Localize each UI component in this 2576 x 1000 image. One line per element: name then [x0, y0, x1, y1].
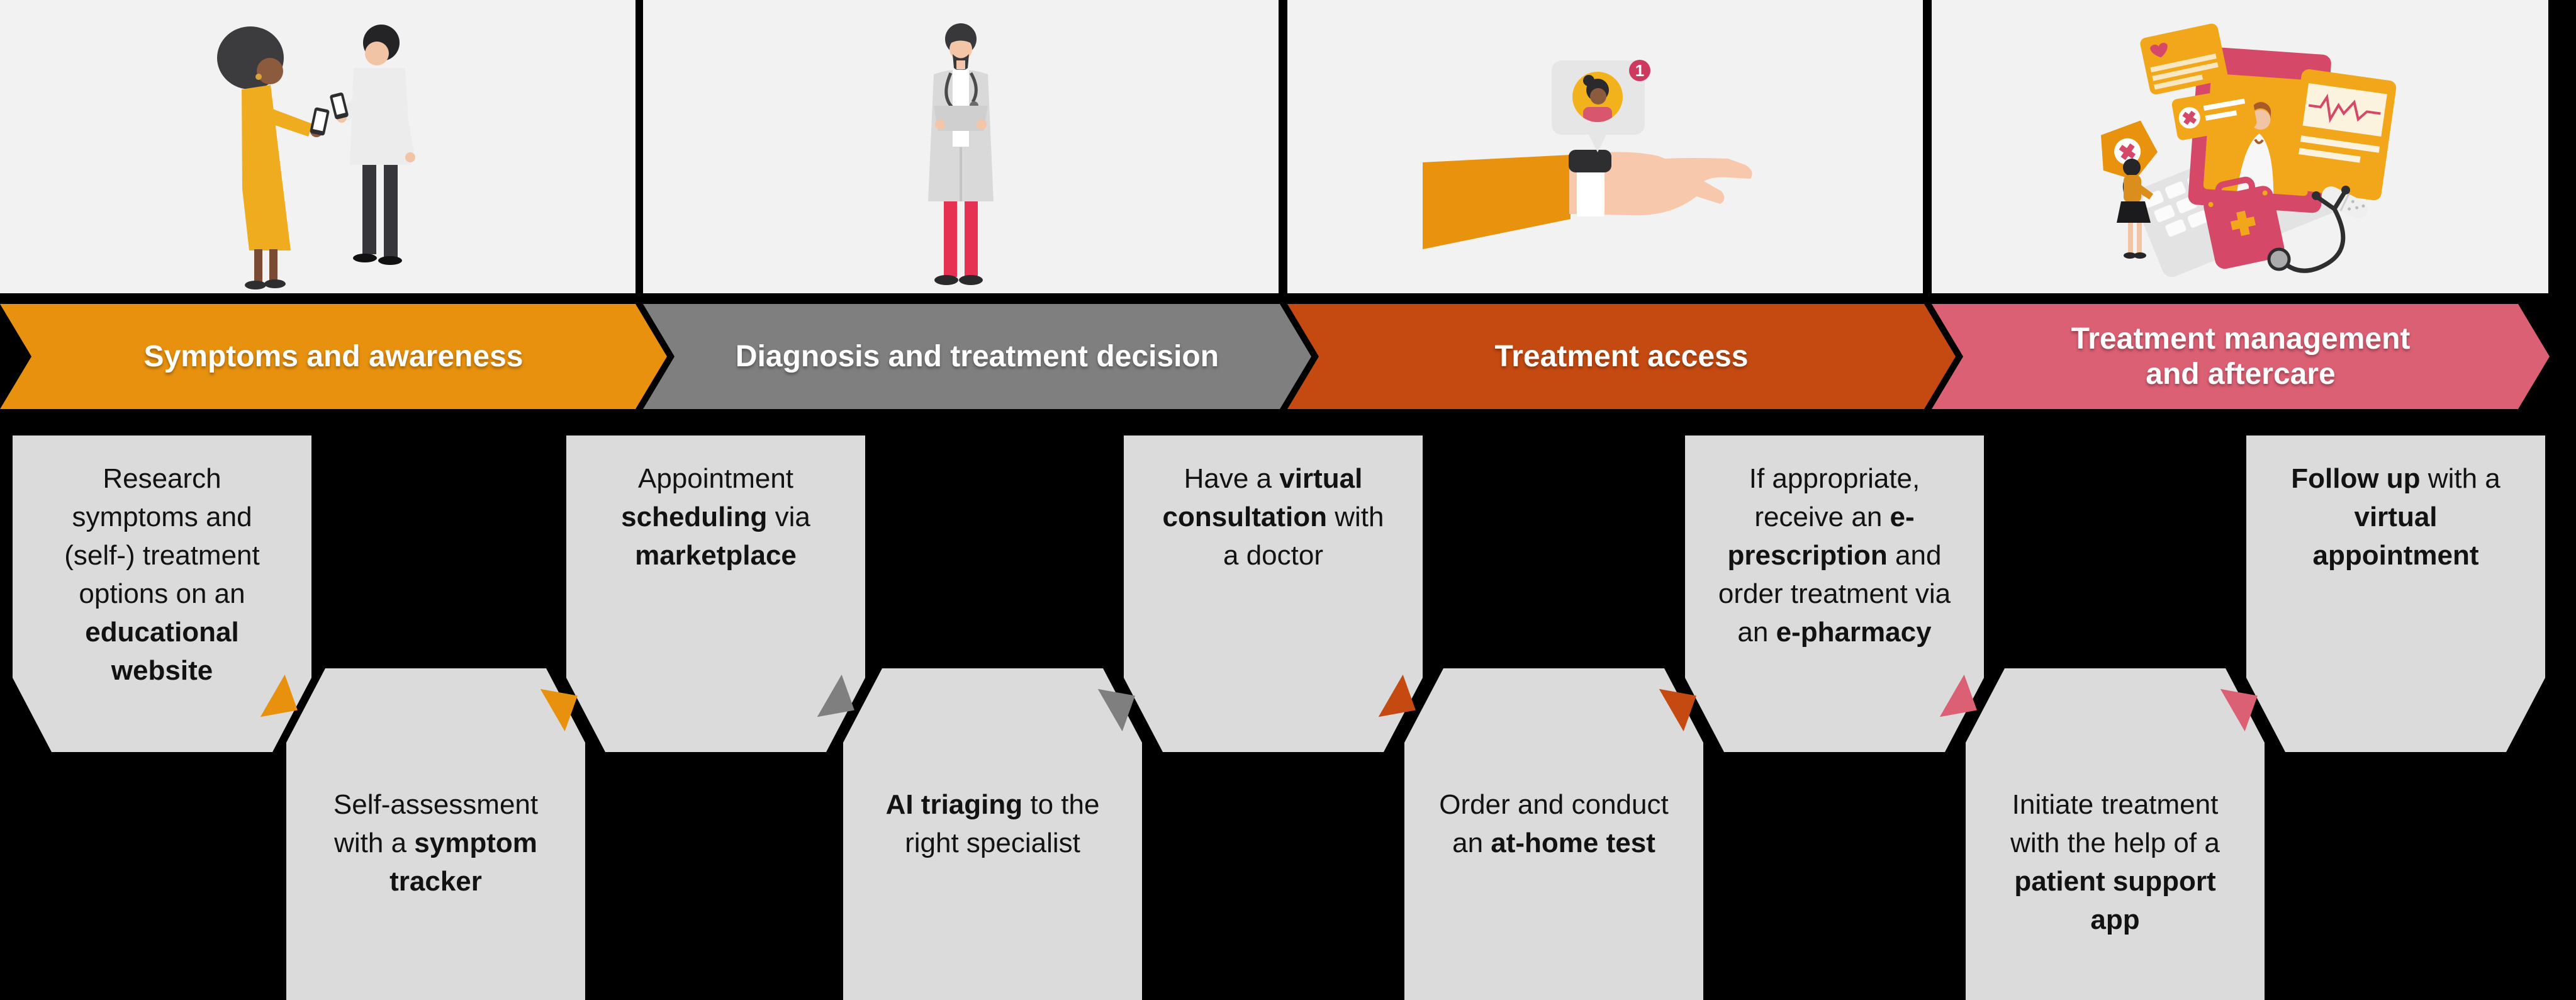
stage-arrow-diagnosis: Diagnosis and treatment decision — [643, 304, 1311, 409]
step-text: Research symptoms and (self-) treatment … — [64, 463, 260, 686]
stage-arrow-symptoms: Symptoms and awareness — [0, 304, 667, 409]
step-box-e-prescription: If appropriate, receive an e-prescriptio… — [1685, 435, 1984, 752]
step-box-self-assessment: Self-assessment with a symptom tracker — [286, 668, 585, 1000]
stage-label-management: Treatment management and aftercare — [2071, 322, 2411, 391]
step-box-research: Research symptoms and (self-) treatment … — [13, 435, 311, 752]
patients-discussing-phone-illustration — [217, 25, 415, 289]
stage-label-diagnosis: Diagnosis and treatment decision — [735, 339, 1219, 373]
notification-count: 1 — [1635, 61, 1644, 80]
stage-arrow-access: Treatment access — [1287, 304, 1956, 409]
illustration-panel-symptoms — [0, 0, 636, 293]
step-text: Order and conduct an at-home test — [1439, 789, 1669, 858]
step-text: Follow up with a virtual appointment — [2291, 463, 2500, 571]
step-text: Initiate treatment with the help of a pa… — [2010, 789, 2220, 935]
step-box-ai-triaging: AI triaging to the right specialist — [843, 668, 1142, 1000]
step-box-at-home-test: Order and conduct an at-home test — [1404, 668, 1703, 1000]
step-text: Appointment scheduling via marketplace — [621, 463, 810, 571]
step-box-patient-support-app: Initiate treatment with the help of a pa… — [1966, 668, 2265, 1000]
illustration-panel-diagnosis — [643, 0, 1279, 293]
telemedicine-computer-illustration — [2100, 23, 2397, 278]
illustration-panel-management — [1932, 0, 2548, 293]
stage-arrow-management: Treatment management and aftercare — [1932, 304, 2550, 409]
stage-label-symptoms: Symptoms and awareness — [143, 339, 524, 373]
smartwatch-notification-illustration: 1 — [1423, 60, 1752, 249]
stage-label-access: Treatment access — [1494, 339, 1749, 373]
step-box-appointment: Appointment scheduling via marketplace — [566, 435, 865, 752]
step-box-virtual-consultation: Have a virtual consultation with a docto… — [1124, 435, 1423, 752]
doctor-illustration — [928, 23, 994, 285]
step-text: Self-assessment with a symptom tracker — [333, 789, 539, 897]
step-box-follow-up: Follow up with a virtual appointment — [2246, 435, 2545, 752]
step-text: If appropriate, receive an e-prescriptio… — [1718, 463, 1951, 648]
illustration-panel-access: 1 — [1287, 0, 1923, 293]
step-text: Have a virtual consultation with a docto… — [1162, 463, 1384, 571]
step-text: AI triaging to the right specialist — [885, 789, 1100, 858]
